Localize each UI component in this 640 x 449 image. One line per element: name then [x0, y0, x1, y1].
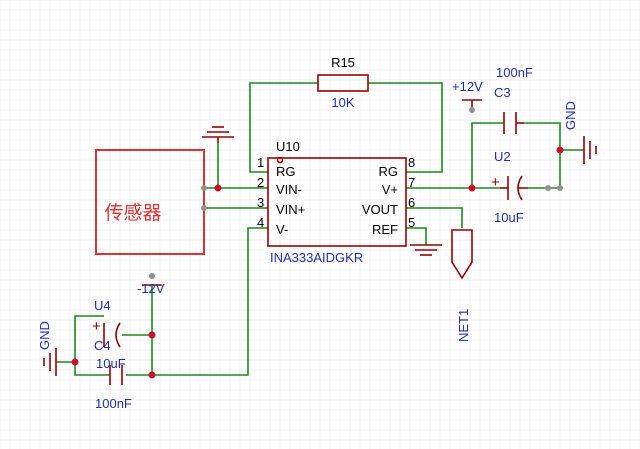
- ground-symbol-sensor: [202, 126, 234, 143]
- pin-number: 2: [257, 175, 264, 190]
- wire-c3-left: [471, 122, 504, 188]
- wire-vout-to-net1: [406, 207, 463, 228]
- gnd-left-label: GND: [37, 321, 52, 350]
- pin-number: 6: [408, 195, 415, 210]
- pin-endpoint: [149, 273, 155, 279]
- pin-name: REF: [372, 222, 398, 237]
- junction-dots: [71, 107, 564, 379]
- r15-designator: R15: [331, 55, 355, 70]
- c3-value: 100nF: [496, 65, 533, 80]
- pin-name: VIN+: [276, 202, 305, 217]
- junction-dot: [71, 358, 79, 366]
- wire-r15-to-rg8: [368, 82, 443, 173]
- pin-name: V-: [276, 222, 288, 237]
- u10-designator: U10: [276, 139, 300, 154]
- u4-polarity: +: [92, 318, 101, 335]
- wires: [56, 82, 584, 376]
- pin-name: RG: [276, 164, 296, 179]
- wire-ref-to-gnd: [406, 227, 427, 245]
- junction-dot: [214, 184, 222, 192]
- wire-v-minus-to-neg12: [152, 227, 268, 376]
- pin-endpoint: [469, 107, 475, 113]
- c3-designator: C3: [494, 85, 511, 100]
- u4-value: 10uF: [96, 356, 126, 371]
- wire-rg1-to-r15: [249, 82, 318, 173]
- ground-symbol-right: [583, 136, 597, 164]
- pin-endpoint: [557, 185, 563, 191]
- c4-designator: C4: [94, 338, 111, 353]
- junction-dot: [468, 184, 476, 192]
- labels: R15 10K U10 INA333AIDGKR 1 2 3 4 RG VIN-…: [37, 55, 578, 411]
- wire-c3-right: [524, 122, 561, 150]
- pin-number: 7: [408, 175, 415, 190]
- pos12-net-label: +12V: [452, 79, 483, 94]
- pin-name: RG: [379, 164, 399, 179]
- junction-dot: [556, 146, 564, 154]
- wire-c4-left: [74, 362, 110, 376]
- r15-value: 10K: [331, 95, 354, 110]
- pin-endpoint: [545, 185, 551, 191]
- ground-symbol-left: [43, 348, 57, 376]
- c4-value: 100nF: [95, 396, 132, 411]
- pin-name: VOUT: [362, 202, 398, 217]
- junction-dot: [148, 371, 156, 379]
- u2-value: 10uF: [494, 210, 524, 225]
- pin-number: 3: [257, 195, 264, 210]
- symbols: [43, 74, 597, 385]
- gnd-right-label: GND: [563, 101, 578, 130]
- sensor-box: [95, 149, 205, 255]
- resistor-r15: [317, 74, 369, 92]
- pin-number: 8: [408, 155, 415, 170]
- pin-name: V+: [382, 182, 398, 197]
- u2-designator: U2: [494, 149, 511, 164]
- u4-designator: U4: [94, 298, 111, 313]
- net1-flag-symbol: [451, 229, 473, 280]
- net1-label: NET1: [456, 309, 471, 342]
- u10-part-number: INA333AIDGKR: [270, 250, 363, 265]
- chip-u10-body: [267, 157, 407, 247]
- pin-number: 1: [257, 155, 264, 170]
- pin-name: VIN-: [276, 182, 302, 197]
- pin-number: 5: [408, 215, 415, 230]
- pin-number: 4: [257, 215, 264, 230]
- pin-endpoint: [201, 205, 207, 211]
- u2-polarity: +: [491, 174, 500, 191]
- sensor-label: 传感器: [104, 202, 161, 224]
- cap-u4-plate-right: [115, 322, 121, 348]
- junction-dot: [148, 331, 156, 339]
- ground-symbol-ref: [410, 244, 442, 256]
- chip-u10-pin1-marker: [276, 156, 284, 164]
- neg12-net-label: -12V: [137, 281, 165, 296]
- wire-u4-top: [74, 315, 104, 335]
- pin-endpoint: [201, 185, 207, 191]
